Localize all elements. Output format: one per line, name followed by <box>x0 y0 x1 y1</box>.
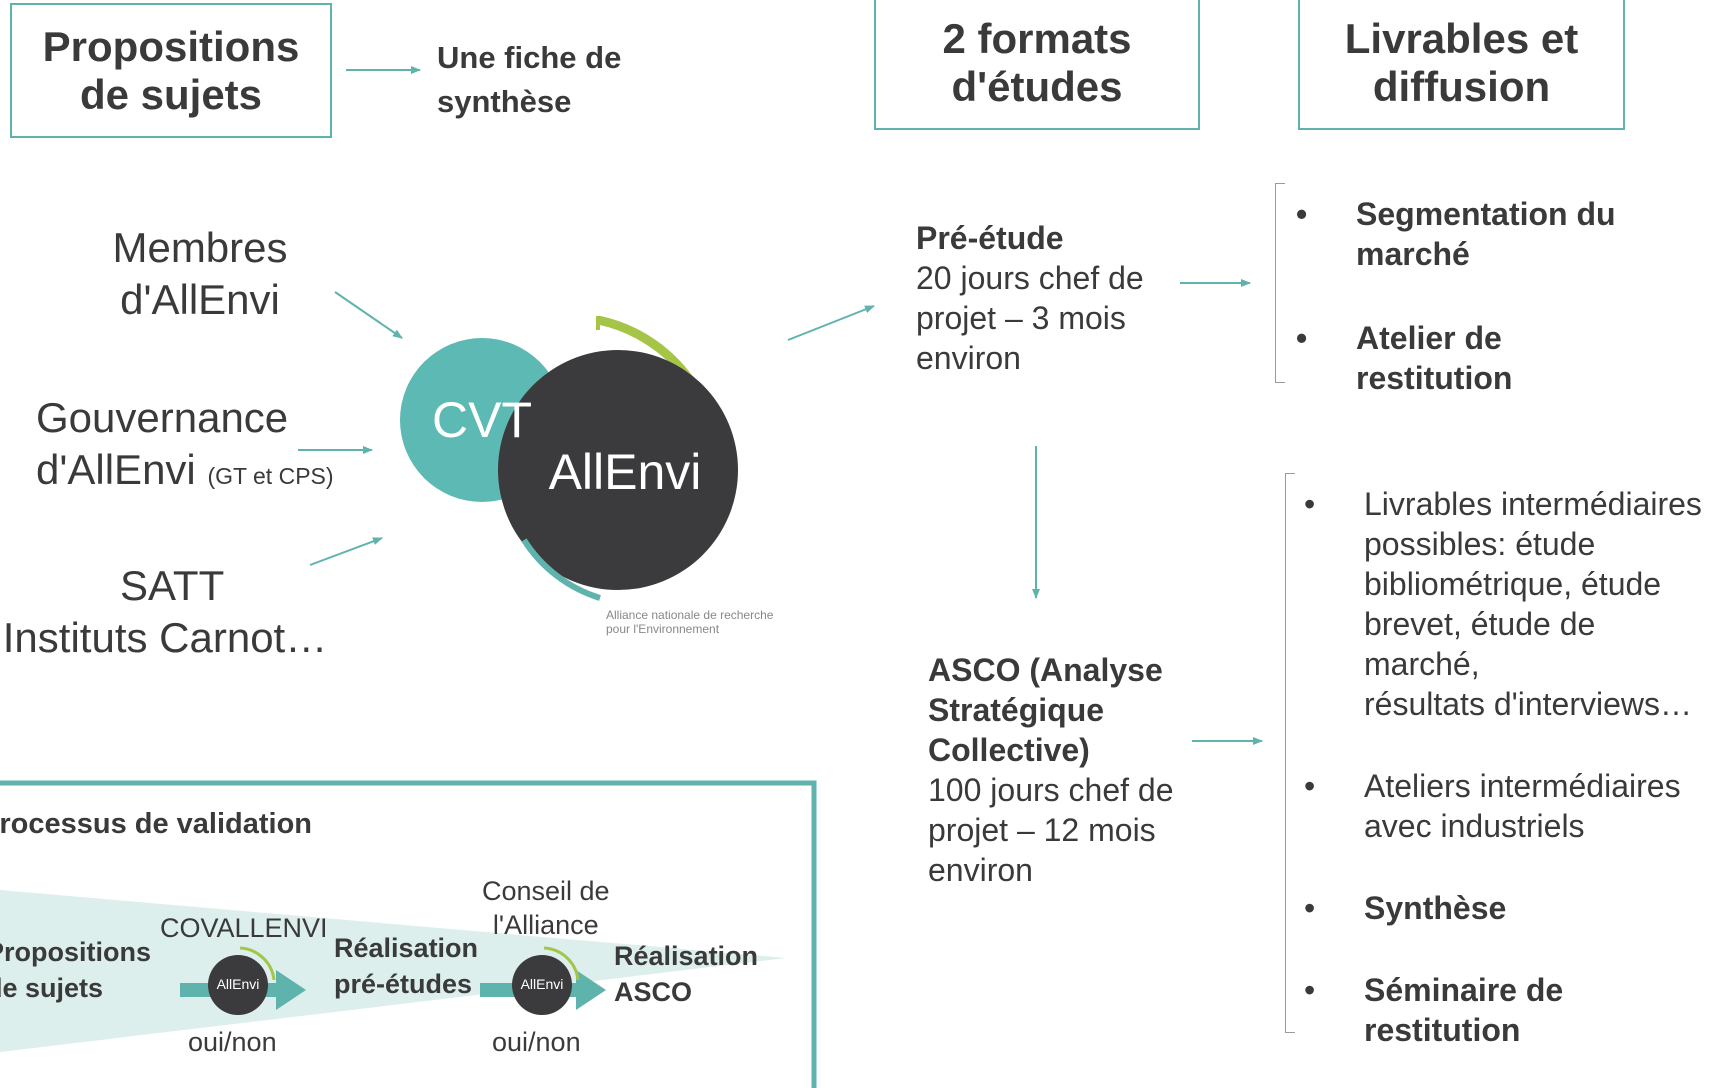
deliverable-segmentation: • Segmentation du marché <box>1296 194 1716 274</box>
livrables-line1: Livrables intermédiaires <box>1364 486 1702 522</box>
pre-etude-line2: projet – 3 mois <box>916 300 1126 336</box>
source-gouvernance: Gouvernance d'AllEnvi (GT et CPS) <box>36 392 376 502</box>
source-gouvernance-line1: Gouvernance <box>36 394 289 441</box>
process-arrow-2-head <box>576 970 606 1010</box>
bullet: • <box>1304 486 1316 522</box>
header-livrables: Livrables et diffusion <box>1298 0 1625 130</box>
bracket-pre-etude <box>1275 183 1285 383</box>
validation-step1-line1: Propositions <box>0 937 152 967</box>
pre-etude-line3: environ <box>916 340 1021 376</box>
header-propositions-text: Propositions de sujets <box>42 22 300 118</box>
pre-etude: Pré-étude 20 jours chef de projet – 3 mo… <box>916 218 1176 378</box>
asco-line1: 100 jours chef de <box>928 772 1174 808</box>
validation-step2-line2: pré-études <box>334 969 473 999</box>
arrow-satt <box>309 537 383 566</box>
pre-etude-line1: 20 jours chef de <box>916 260 1144 296</box>
conseil-line1: Conseil de <box>482 876 610 906</box>
source-membres: Membres d'AllEnvi <box>100 222 300 326</box>
validation-step2: Réalisation pré-études <box>334 930 478 1002</box>
livrables-line4: brevet, étude de marché, <box>1364 606 1596 682</box>
validation-wedge <box>0 890 786 1052</box>
deliverable-seminaire: • Séminaire de restitution <box>1304 970 1718 1050</box>
deliverable-segmentation-line1: Segmentation du <box>1356 196 1616 232</box>
deliverables-asco: • Livrables intermédiaires possibles: ét… <box>1304 484 1718 1050</box>
logo-tagline: Alliance nationale de recherche pour l'E… <box>606 608 773 636</box>
deliverable-synthese: • Synthèse <box>1304 888 1718 928</box>
validation-step2-line1: Réalisation <box>334 933 479 963</box>
source-satt: SATT Instituts Carnot… <box>0 560 330 664</box>
livrables-line5: résultats d'interviews… <box>1364 686 1692 722</box>
teal-arc <box>521 538 601 601</box>
bullet: • <box>1296 196 1308 232</box>
livrables-line2: possibles: étude <box>1364 526 1596 562</box>
asco-title2: Stratégique <box>928 692 1105 728</box>
asco-line2: projet – 12 mois <box>928 812 1156 848</box>
arrow-membres <box>334 291 403 339</box>
source-satt-line1: SATT <box>120 562 225 609</box>
logo-tagline-line1: Alliance nationale de recherche <box>606 608 774 622</box>
logo-tagline-line2: pour l'Environnement <box>606 622 720 636</box>
header-livrables-text: Livrables et diffusion <box>1344 15 1579 110</box>
validation-title: Processus de validation <box>0 808 313 840</box>
validation-step3-line1: Réalisation <box>614 941 759 971</box>
ateliers-line1: Ateliers intermédiaires <box>1364 768 1681 804</box>
process-arrow-1-head <box>276 970 306 1010</box>
deliverable-livrables-intermediaires: • Livrables intermédiaires possibles: ét… <box>1304 484 1718 724</box>
logo-allenvi-text: AllEnvi <box>548 444 702 500</box>
mini-logo-2-arc <box>543 946 580 981</box>
bullet: • <box>1304 972 1316 1008</box>
validation-step3: Réalisation ASCO <box>614 938 758 1010</box>
mini-logo-2-text: AllEnvi <box>520 976 564 992</box>
asco-title3: Collective) <box>928 732 1090 768</box>
bullet: • <box>1304 768 1316 804</box>
deliverable-atelier: • Atelier de restitution <box>1296 318 1716 398</box>
allenvi-circle <box>498 350 738 590</box>
source-gouvernance-line2: d'AllEnvi <box>36 446 196 493</box>
arrow-logo-to-pre-etude <box>787 305 875 341</box>
source-carnot: Instituts Carnot… <box>2 614 328 661</box>
validation-step1-line2: de sujets <box>0 973 104 1003</box>
covallenvi-label: COVALLENVI <box>160 913 328 943</box>
header-propositions: Propositions de sujets <box>10 3 332 138</box>
source-membres-line2: d'AllEnvi <box>120 276 280 323</box>
deliverable-segmentation-line2: marché <box>1356 236 1470 272</box>
validation-frame <box>0 780 817 1088</box>
validation-step3-line2: ASCO <box>614 977 693 1007</box>
mini-logo-1-text: AllEnvi <box>216 976 260 992</box>
source-membres-line1: Membres <box>112 224 288 271</box>
header-formats-text: 2 formats d'études <box>942 15 1132 110</box>
deliverables-pre: • Segmentation du marché • Atelier de re… <box>1296 194 1716 398</box>
validation-step1: Propositions de sujets <box>0 934 151 1006</box>
synthese-text: Synthèse <box>1364 890 1507 926</box>
source-gouvernance-paren: (GT et CPS) <box>207 463 334 489</box>
oui-non-2: oui/non <box>492 1027 581 1057</box>
ateliers-line2: avec industriels <box>1364 808 1585 844</box>
conseil-label: Conseil de l'Alliance <box>482 874 610 942</box>
asco-title1: ASCO (Analyse <box>928 652 1163 688</box>
conseil-line2: l'Alliance <box>492 910 599 940</box>
seminaire-text: Séminaire de restitution <box>1364 972 1564 1048</box>
logo-cvt-text: CVT <box>432 392 532 448</box>
deliverable-atelier-line2: restitution <box>1356 360 1513 396</box>
bracket-asco <box>1285 473 1295 1033</box>
livrables-line3: bibliométrique, étude <box>1364 566 1662 602</box>
pre-etude-title: Pré-étude <box>916 220 1064 256</box>
asco-line3: environ <box>928 852 1033 888</box>
oui-non-1: oui/non <box>188 1027 277 1057</box>
header-formats: 2 formats d'études <box>874 0 1200 130</box>
bullet: • <box>1296 320 1308 356</box>
fiche-synthese: Une fiche de synthèse <box>437 40 622 119</box>
mini-logo-2 <box>512 955 572 1015</box>
mini-logo-1-arc <box>239 946 276 981</box>
mini-logo-1 <box>208 955 268 1015</box>
deliverable-atelier-line1: Atelier de <box>1356 320 1502 356</box>
deliverable-ateliers-intermediaires: • Ateliers intermédiaires avec industrie… <box>1304 766 1718 846</box>
asco: ASCO (Analyse Stratégique Collective) 10… <box>928 650 1188 890</box>
bullet: • <box>1304 890 1316 926</box>
